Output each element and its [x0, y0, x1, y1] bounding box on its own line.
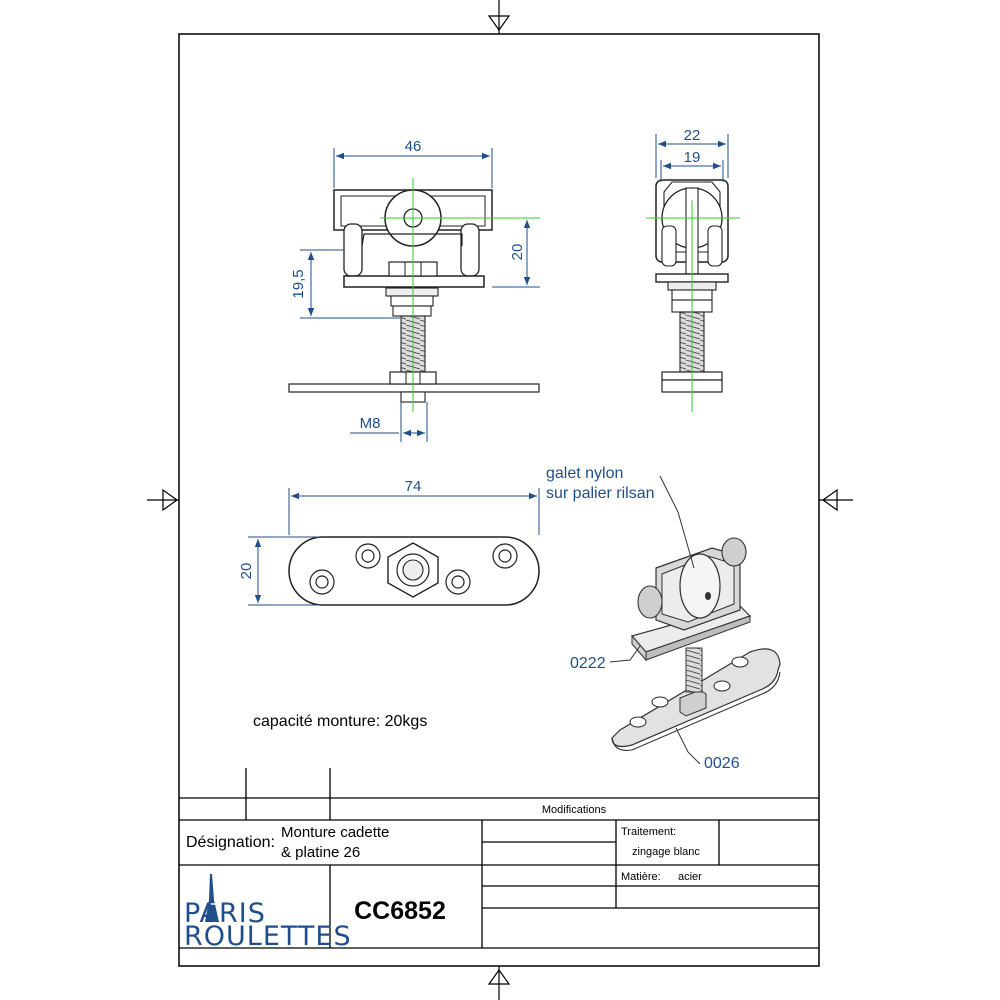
dimension-front-stem: 19,5 [290, 269, 307, 298]
designation-line2: & platine 26 [281, 844, 360, 861]
dimension-plate-length: 74 [405, 478, 422, 495]
modifications-header: Modifications [542, 804, 607, 816]
callout-part-a: 0222 [570, 655, 606, 672]
designation-label: Désignation: [186, 834, 275, 851]
centering-mark-bottom [487, 966, 511, 1000]
centering-mark-right [819, 488, 853, 512]
dimension-side-inner: 19 [684, 149, 701, 166]
dimension-side-outer: 22 [684, 127, 701, 144]
reference-code: CC6852 [354, 897, 446, 925]
centering-mark-left [147, 488, 179, 512]
centering-mark-top [487, 0, 511, 34]
isometric-view [609, 475, 781, 765]
dimension-front-height: 20 [509, 244, 526, 261]
plate-top-view: 74 20 [238, 478, 540, 606]
treatment-label: Traitement: [621, 826, 676, 838]
callout-roller-line1: galet nylon [546, 465, 623, 482]
paris-roulettes-logo: PARIS ROULETTES [184, 874, 352, 952]
callout-part-b: 0026 [704, 755, 740, 772]
dimension-plate-height: 20 [238, 563, 255, 580]
material-value: acier [678, 871, 702, 883]
logo-line1: PARIS [184, 898, 266, 929]
callout-roller-line2: sur palier rilsan [546, 485, 654, 502]
side-view: 22 19 [646, 127, 740, 412]
dimension-thread: M8 [360, 415, 381, 432]
logo-line2: ROULETTES [184, 921, 352, 952]
dimension-front-width: 46 [405, 138, 422, 155]
designation-line1: Monture cadette [281, 824, 389, 841]
capacity-note: capacité monture: 20kgs [253, 713, 427, 730]
drawing-frame [147, 0, 853, 1000]
material-label: Matière: [621, 871, 661, 883]
title-block [179, 768, 819, 949]
front-view: 46 20 19,5 M8 [288, 138, 540, 442]
treatment-value: zingage blanc [632, 846, 700, 858]
